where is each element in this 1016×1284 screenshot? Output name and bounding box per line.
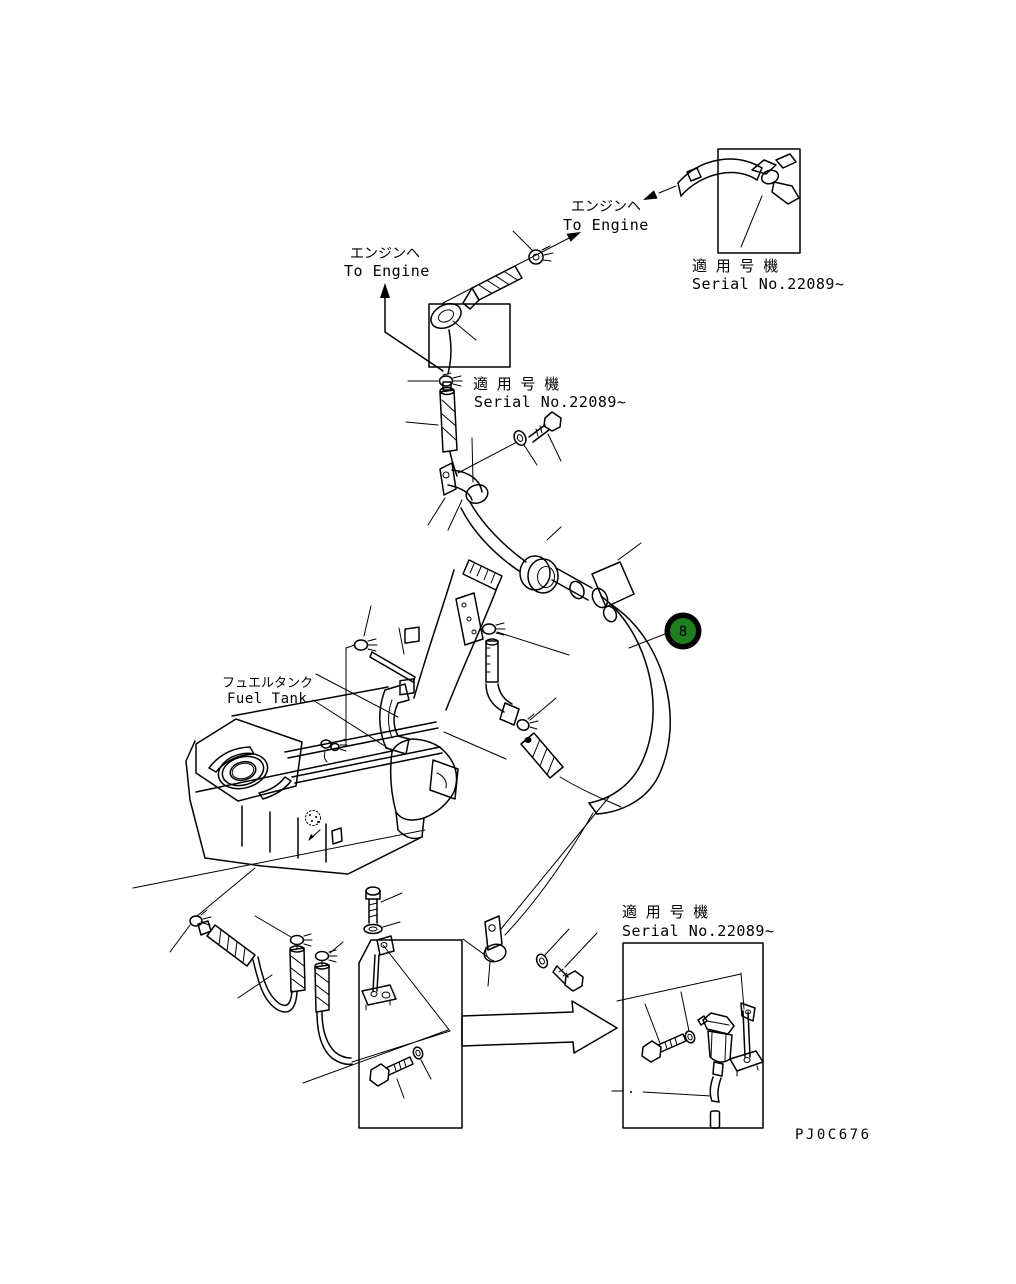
bolt [528, 411, 562, 443]
hose-fitting [528, 245, 554, 265]
detail-box [622, 942, 764, 1129]
washer [684, 1030, 696, 1044]
serial-label-top-right-jp: 適 用 号 機 [692, 257, 780, 275]
serial-label-mid-en: Serial No.22089~ [474, 393, 627, 411]
stud-assembly [361, 935, 397, 1011]
hatched-tube [439, 381, 458, 453]
to-engine-arrow-mid: エンジンヘ To Engine [344, 246, 444, 372]
hose-bracket [483, 915, 507, 987]
braided-hose [462, 265, 523, 310]
mount-bracket [427, 462, 489, 531]
filler-neck-assembly [353, 526, 642, 779]
grommet [430, 302, 462, 330]
pin-rod [369, 651, 416, 683]
arrowhead [380, 283, 390, 298]
sender-unit [305, 810, 321, 841]
hose-clamp [353, 638, 378, 652]
fuel-tank-label-en: Fuel Tank [227, 691, 307, 707]
bolt [552, 965, 584, 992]
bolt [641, 1033, 687, 1063]
engine-label-mid-en: To Engine [344, 262, 430, 280]
hose-bracket-parts [462, 796, 610, 992]
tank-fitting [320, 738, 348, 763]
engine-hose-assembly-top: エンジンヘ To Engine 適 用 号 機 Serial No.22089~ [563, 148, 845, 293]
serial-label-mid-jp: 適 用 号 機 [473, 375, 561, 393]
hose-clamp [438, 372, 463, 387]
washer [513, 430, 527, 446]
overflow-tube [485, 638, 520, 726]
hose-joint-clamps [551, 542, 642, 623]
fuel-hose-8 [504, 595, 671, 936]
fuel-filter [697, 1012, 735, 1129]
fuel-filler-line [405, 329, 562, 572]
mounting-detail-box [358, 886, 463, 1129]
bolt [369, 1056, 414, 1087]
filter-detail-box: 適 用 号 機 Serial No.22089~ [611, 903, 775, 1129]
braided-collar [462, 559, 503, 591]
washer [363, 923, 383, 935]
hatched-tube [289, 945, 306, 993]
bolt [365, 886, 381, 924]
arrowhead [566, 232, 581, 242]
detail-box-top-right [717, 148, 801, 254]
washer [412, 1046, 424, 1060]
hose-clamp [289, 933, 313, 950]
filler-neck [413, 569, 455, 699]
filler-opening [208, 746, 292, 800]
flange-plate [455, 592, 484, 646]
engine-label-mid-jp: エンジンヘ [350, 246, 420, 262]
hose-clamp-detail [740, 153, 800, 248]
detail-box [428, 303, 511, 368]
grommet-detail-box: 適 用 号 機 Serial No.22089~ [428, 302, 627, 411]
hose-collar-ring [519, 555, 559, 594]
hose-clamp [481, 622, 506, 636]
serial-label-bottom-en: Serial No.22089~ [622, 922, 775, 940]
hose-clamp [516, 713, 539, 731]
enlargement-arrow [461, 1000, 618, 1054]
lower-hose-parts [169, 909, 451, 1084]
hose-collar [686, 167, 702, 182]
arrowhead [643, 190, 658, 200]
engine-line-assembly-mid [442, 230, 581, 310]
hatched-tube [314, 962, 330, 1013]
callout-number: 8 [679, 624, 687, 640]
serial-label-bottom-jp: 適 用 号 機 [622, 903, 710, 921]
hatched-hose [520, 732, 564, 779]
filter-bracket [729, 1002, 764, 1077]
braided-hose [197, 920, 256, 967]
fuel-tank-label-jp: フュエルタンク [222, 676, 313, 691]
engine-label-top-en: To Engine [563, 216, 649, 234]
callout-ball [670, 618, 696, 644]
serial-label-top-right-en: Serial No.22089~ [692, 275, 845, 293]
fuel-tank: フュエルタンク Fuel Tank [132, 644, 459, 917]
to-engine-arrow-top [643, 185, 677, 200]
washer [535, 953, 549, 969]
figure-code: PJ0C676 [795, 1127, 872, 1143]
part-callout-8[interactable]: 8 [628, 612, 702, 650]
engine-label-top-jp: エンジンヘ [571, 199, 641, 215]
